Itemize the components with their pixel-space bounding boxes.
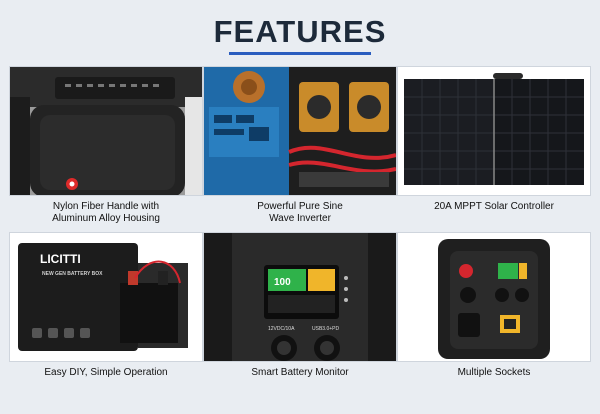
inverter-board-photo [204, 67, 396, 195]
brand-logo: LICITTI [40, 252, 81, 266]
feature-caption: Powerful Pure Sine Wave Inverter [257, 201, 343, 224]
port-label-right: USB3.0+PD [312, 326, 339, 332]
feature-card-solar: 20A MPPT Solar Controller [398, 67, 590, 213]
battery-monitor-photo: 100 12VDC/10A USB3.0+PD [204, 233, 396, 361]
sockets-photo [398, 233, 590, 361]
box-label: NEW GEN BATTERY BOX [42, 271, 103, 277]
feature-caption: Multiple Sockets [457, 367, 531, 378]
feature-caption: Smart Battery Monitor [251, 367, 349, 378]
feature-card-monitor: 100 12VDC/10A USB3.0+PD Smart Battery Mo… [204, 233, 396, 379]
feature-caption: Easy DIY, Simple Operation [44, 367, 168, 378]
screen-value: 100 [274, 277, 291, 288]
port-label-left: 12VDC/10A [268, 326, 295, 332]
feature-card-sockets: Multiple Sockets [398, 233, 590, 379]
feature-caption: 20A MPPT Solar Controller [434, 201, 554, 212]
page-title: FEATURES [213, 14, 387, 49]
battery-box-photo: LICITTI NEW GEN BATTERY BOX [10, 233, 202, 361]
feature-card-battery-box: LICITTI NEW GEN BATTERY BOX Easy DIY, Si… [10, 233, 202, 379]
handle-housing-photo [10, 67, 202, 195]
title-underline [229, 52, 371, 55]
solar-panel-photo [398, 67, 590, 195]
feature-card-inverter: Powerful Pure Sine Wave Inverter [204, 67, 396, 225]
feature-caption: Nylon Fiber Handle with Aluminum Alloy H… [52, 201, 160, 224]
feature-card-handle: Nylon Fiber Handle with Aluminum Alloy H… [10, 67, 202, 225]
